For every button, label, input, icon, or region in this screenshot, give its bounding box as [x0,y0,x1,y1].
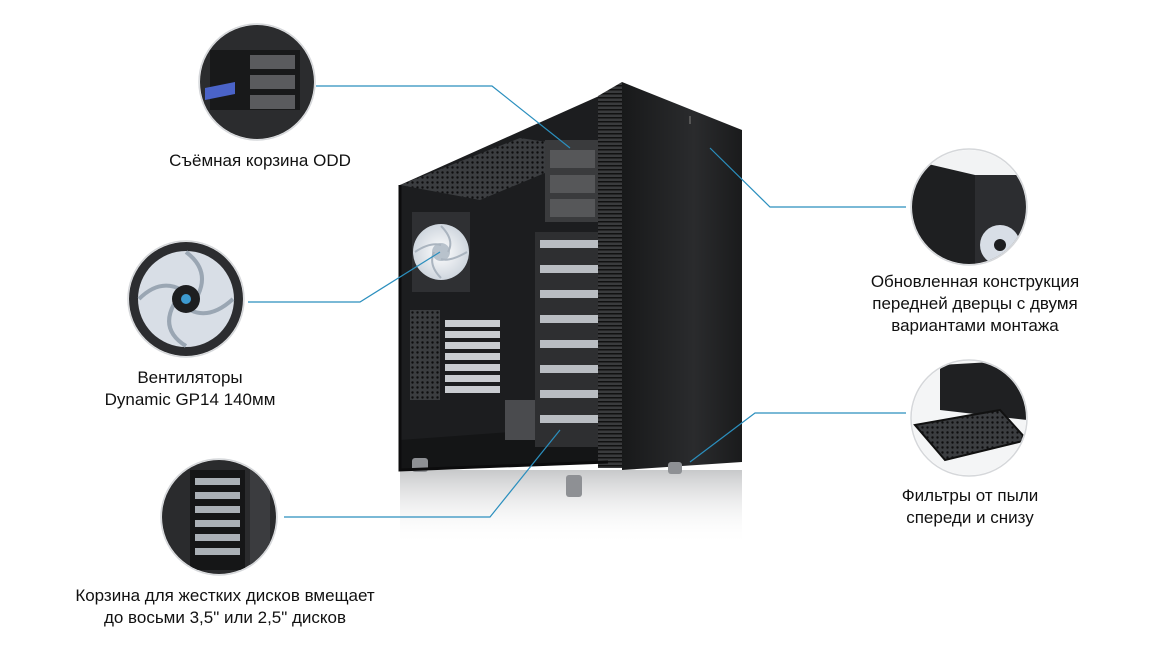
front-door [622,82,742,470]
pci-slots [445,320,500,393]
odd-cage-caption: Съёмная корзина ODD [140,150,380,172]
odd-bay [545,140,600,222]
front-vent-strip [598,82,622,468]
caption-line: до восьми 3,5" или 2,5" дисков [103,608,347,627]
caption-line: Dynamic GP14 140мм [104,390,276,409]
odd-cage-photo [198,23,316,141]
hdd-cage-photo [160,458,278,576]
caption-line: передней дверцы с двумя [872,294,1078,313]
rear-fan [412,212,470,292]
pc-case-image [398,82,742,545]
leader-lines [248,85,906,518]
fan-photo [127,240,245,358]
fans-caption: Вентиляторы Dynamic GP14 140мм [70,367,310,411]
hdd-leader-line [284,429,561,518]
caption-line: спереди и снизу [906,508,1034,527]
filter-leader-line [689,412,906,463]
hdd-cage-caption: Корзина для жестких дисков вмещает до во… [35,585,415,629]
dust-filter-photo [910,359,1028,477]
caption-line: Корзина для жестких дисков вмещает [75,586,375,605]
caption-line: Съёмная корзина ODD [169,151,351,170]
tray-mesh [410,310,440,400]
caption-line: Обновленная конструкция [870,272,1080,291]
front-door-photo [910,148,1028,266]
caption-line: Вентиляторы [137,368,243,387]
caption-line: Фильтры от пыли [901,486,1039,505]
case-foot [668,462,682,474]
dust-filters-caption: Фильтры от пыли спереди и снизу [855,485,1085,529]
front-door-leader-line [709,147,906,208]
fan-leader-line [248,251,441,303]
case-foot [566,475,582,497]
caption-line: вариантами монтажа [891,316,1059,335]
floor-reflection [400,470,742,545]
hdd-cage [505,232,605,447]
odd-leader-line [316,85,571,149]
front-door-caption: Обновленная конструкция передней дверцы … [840,271,1110,337]
